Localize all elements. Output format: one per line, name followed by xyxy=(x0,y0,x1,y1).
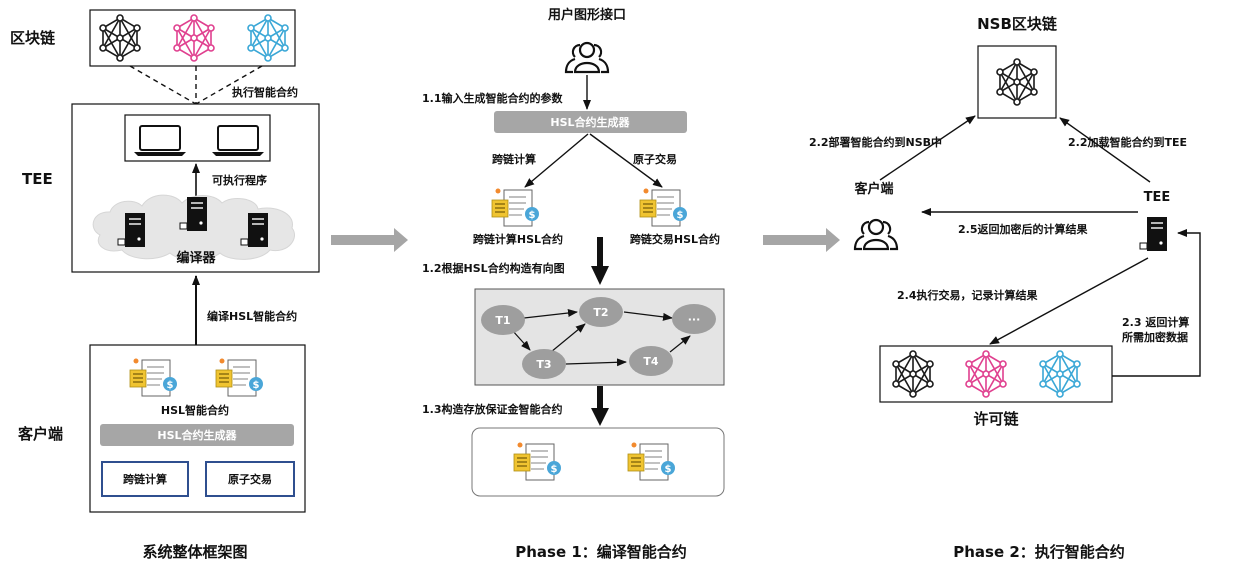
step-1-2-arrow-head xyxy=(591,266,609,285)
dashed-link-right xyxy=(195,65,263,105)
phase1-panel: 用户图形接口 1.1输入生成智能合约的参数 HSL合约生成器 跨链计算 原子交易… xyxy=(422,7,725,561)
step-1-3-arrow-head xyxy=(591,408,609,426)
edge-t3-t4 xyxy=(565,358,627,367)
step-1-2-label: 1.2根据HSL合约构造有向图 xyxy=(422,261,565,275)
graph-node-label: T3 xyxy=(536,358,551,371)
step-1-1-label: 1.1输入生成智能合约的参数 xyxy=(422,91,563,105)
graph-node xyxy=(522,349,566,379)
contract-document-icon xyxy=(491,187,540,227)
graph-node xyxy=(481,305,525,335)
edge-t2-dots xyxy=(623,311,673,321)
atomic-swap-label: 原子交易 xyxy=(633,152,677,166)
blockchain-label: 区块链 xyxy=(10,29,56,47)
contract-document-icon xyxy=(639,187,688,227)
graph-node xyxy=(672,304,716,334)
step-2-3-label-line1: 2.3 返回计算 xyxy=(1122,315,1189,329)
dashed-link-left xyxy=(129,65,197,105)
step-2-2-deploy-label: 2.2部署智能合约到NSB中 xyxy=(809,135,942,149)
return-data-arrow xyxy=(1112,229,1201,377)
step-2-4-label: 2.4执行交易，记录计算结果 xyxy=(897,288,1038,302)
users-icon xyxy=(853,218,899,251)
client-label: 客户端 xyxy=(17,425,63,443)
tee-label: TEE xyxy=(22,170,53,188)
graph-node-label: T1 xyxy=(495,314,510,327)
phase2-caption: Phase 2：执行智能合约 xyxy=(953,543,1125,561)
users-icon xyxy=(564,41,610,74)
edge-t1-t2 xyxy=(523,309,578,319)
cross-chain-contract-label: 跨链计算HSL合约 xyxy=(473,232,563,246)
phase2-panel: NSB区块链 2.2部署智能合约到NSB中 2.2加载智能合约到TEE 客户端 … xyxy=(809,15,1201,561)
hsl-contract-label: HSL智能合约 xyxy=(161,403,229,417)
edge-t4-dots xyxy=(669,335,691,353)
compile-label: 编译HSL智能合约 xyxy=(207,309,297,323)
graph-node xyxy=(579,297,623,327)
permissioned-label: 许可链 xyxy=(973,410,1019,428)
nsb-label: NSB区块链 xyxy=(977,15,1058,33)
step-2-2-load-label: 2.2加载智能合约到TEE xyxy=(1068,135,1187,149)
step-2-5-label: 2.5返回加密后的计算结果 xyxy=(958,222,1088,236)
architecture-caption: 系统整体框架图 xyxy=(142,543,247,561)
execute-transaction-arrow xyxy=(989,257,1149,345)
to-cross-chain-arrow xyxy=(524,133,589,188)
phase1-caption: Phase 1：编译智能合约 xyxy=(515,543,687,561)
client-label: 客户端 xyxy=(854,181,893,197)
architecture-panel: 区块链 执行智能合约 TEE 可执行程序 编译器 编译HSL智能合约 客户端 H… xyxy=(10,9,320,561)
load-to-tee-arrow xyxy=(1059,117,1151,183)
step-1-3-label: 1.3构造存放保证金智能合约 xyxy=(422,402,563,416)
transition-arrow xyxy=(763,228,840,252)
graph-node-label: T4 xyxy=(643,355,659,368)
deploy-to-nsb-arrow xyxy=(879,115,976,181)
generator-label: HSL合约生成器 xyxy=(157,428,237,442)
compiler-label: 编译器 xyxy=(176,250,216,266)
atomic-swap-contract-label: 跨链交易HSL合约 xyxy=(630,232,720,246)
transition-arrow xyxy=(331,228,408,252)
graph-node-label: ··· xyxy=(688,313,701,326)
cross-chain-button[interactable] xyxy=(101,461,189,497)
step-2-3-label-line2: 所需加密数据 xyxy=(1122,330,1188,344)
cross-chain-label: 跨链计算 xyxy=(492,152,536,166)
atomic-swap-button[interactable] xyxy=(205,461,295,497)
deposit-contracts-box xyxy=(471,427,725,497)
generator-bar xyxy=(100,424,294,446)
gui-label: 用户图形接口 xyxy=(547,7,626,23)
executable-label: 可执行程序 xyxy=(212,173,267,187)
server-icon xyxy=(1139,216,1168,252)
atomic-swap-button-label: 原子交易 xyxy=(228,472,272,486)
tee-label: TEE xyxy=(1144,190,1171,205)
edge-t3-t2 xyxy=(550,323,586,353)
generator-label: HSL合约生成器 xyxy=(550,115,630,129)
cross-chain-button-label: 跨链计算 xyxy=(123,472,167,486)
permissioned-box xyxy=(879,345,1113,403)
to-atomic-swap-arrow xyxy=(589,133,663,188)
graph-node-label: T2 xyxy=(593,306,608,319)
generator-bar xyxy=(494,111,687,133)
graph-node xyxy=(629,346,673,376)
execute-contract-label: 执行智能合约 xyxy=(232,85,298,99)
edge-t1-t3 xyxy=(511,329,531,351)
